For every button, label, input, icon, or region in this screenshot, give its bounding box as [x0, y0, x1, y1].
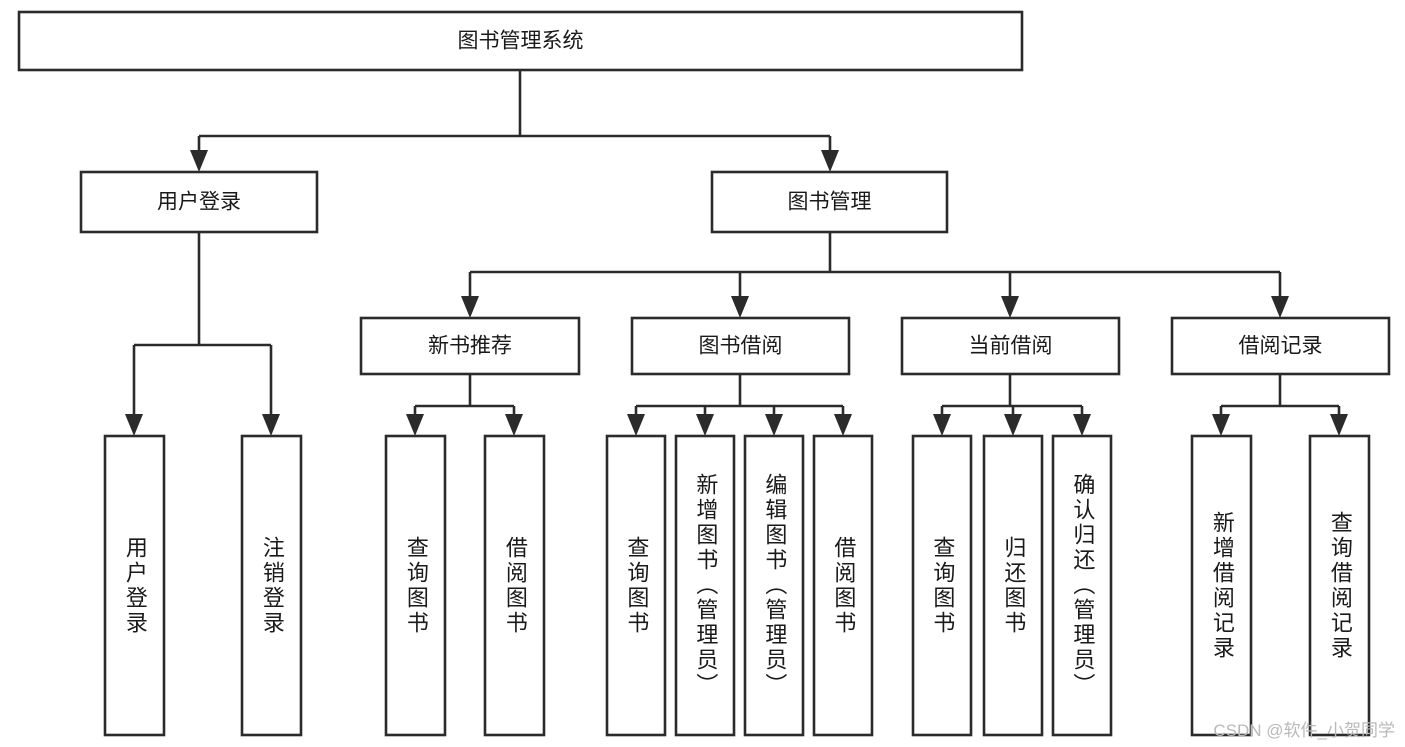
arrow-head-icon: [627, 414, 645, 436]
node-box-leaf-query-borrow-record[interactable]: [1308, 434, 1371, 737]
arrow-head-icon: [834, 414, 852, 436]
node-box-leaf-user-login[interactable]: [103, 434, 166, 737]
arrow-head-icon: [1001, 296, 1019, 318]
node-box-leaf-query-book-current[interactable]: [911, 434, 973, 737]
arrow-head-icon: [1271, 296, 1289, 318]
arrow-head-icon: [1212, 414, 1230, 436]
node-box-leaf-confirm-return-admin[interactable]: [1051, 434, 1113, 737]
node-label-borrow-record: 借阅记录: [1239, 335, 1323, 358]
node-label-new-book-recommend: 新书推荐: [428, 335, 512, 358]
arrow-head-icon: [731, 296, 749, 318]
node-label-root: 图书管理系统: [458, 30, 584, 53]
node-box-root[interactable]: [17, 10, 1024, 72]
watermark: CSDN @软件_小贺同学: [1213, 721, 1395, 740]
arrow-head-icon: [1330, 414, 1348, 436]
arrow-head-icon: [765, 414, 783, 436]
arrow-head-icon: [696, 414, 714, 436]
node-box-leaf-query-book-borrow[interactable]: [605, 434, 667, 737]
arrow-head-icon: [821, 150, 839, 172]
arrow-head-icon: [406, 414, 424, 436]
arrow-head-icon: [1073, 414, 1091, 436]
node-label-book-borrow: 图书借阅: [699, 335, 783, 358]
node-box-leaf-query-book-recommend[interactable]: [384, 434, 447, 737]
arrow-head-icon: [125, 414, 143, 436]
node-box-leaf-edit-book-admin[interactable]: [743, 434, 805, 737]
arrow-head-icon: [190, 150, 208, 172]
node-box-leaf-borrow-book[interactable]: [812, 434, 874, 737]
node-box-user-login[interactable]: [79, 170, 319, 234]
node-box-new-book-recommend[interactable]: [359, 316, 581, 376]
node-box-leaf-add-borrow-record[interactable]: [1190, 434, 1253, 737]
arrow-head-icon: [933, 414, 951, 436]
node-box-leaf-return-book[interactable]: [982, 434, 1044, 737]
arrow-head-icon: [262, 414, 280, 436]
boxes-layer: [17, 10, 1391, 737]
arrow-head-icon: [1004, 414, 1022, 436]
node-box-leaf-logout[interactable]: [240, 434, 303, 737]
arrow-head-icon: [461, 296, 479, 318]
node-box-book-manage[interactable]: [710, 170, 949, 234]
node-label-book-manage: 图书管理: [788, 191, 872, 214]
node-box-current-borrow[interactable]: [900, 316, 1121, 376]
connectors-layer: [125, 70, 1348, 436]
node-box-leaf-add-book-admin[interactable]: [674, 434, 736, 737]
node-box-leaf-borrow-book-recommend[interactable]: [483, 434, 546, 737]
node-box-borrow-record[interactable]: [1170, 316, 1391, 376]
node-box-book-borrow[interactable]: [630, 316, 851, 376]
arrow-head-icon: [505, 414, 523, 436]
node-label-user-login: 用户登录: [157, 191, 241, 214]
node-label-current-borrow: 当前借阅: [969, 335, 1053, 358]
